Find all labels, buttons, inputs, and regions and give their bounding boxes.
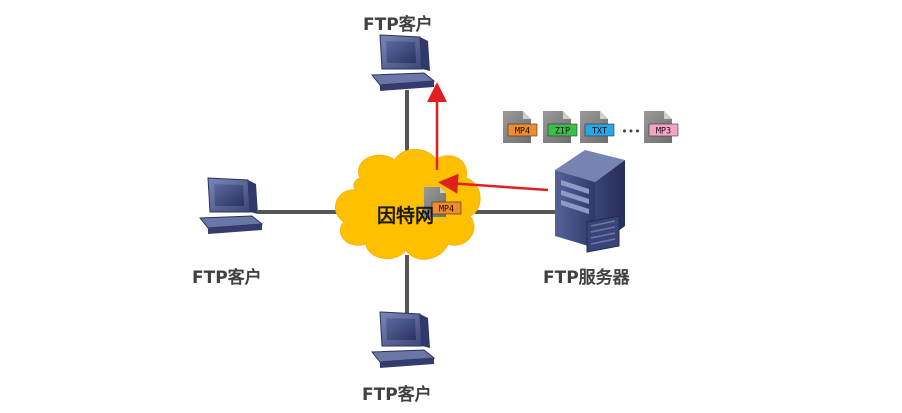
file-list: MP4 ZIP TXT ••• MP3 [503,111,679,143]
client-left-label: FTP客户 [192,268,262,288]
file-label: MP4 [515,127,530,137]
client-bottom-label: FTP客户 [362,385,432,405]
file-txt-icon: TXT [580,111,615,143]
file-mp3-icon: MP3 [644,111,679,143]
client-left-computer-icon [198,177,264,234]
server-label: FTP服务器 [543,268,630,288]
internet-label: 因特网 [377,205,435,227]
file-mp4-icon: MP4 [503,111,538,143]
ellipsis: ••• [621,125,640,138]
file-label: TXT [592,127,607,137]
client-bottom-computer-icon [370,311,436,368]
file-zip-icon: ZIP [543,111,578,143]
file-label: ZIP [555,127,570,137]
client-top-computer-icon [370,34,436,91]
moving-file-label: MP4 [439,205,454,215]
transfer-arrow-server-to-cloud [438,173,549,194]
client-top-label: FTP客户 [363,15,433,35]
moving-file-mp4-icon: MP4 [424,187,462,217]
ftp-server-icon [555,150,625,253]
file-label: MP3 [656,127,671,137]
